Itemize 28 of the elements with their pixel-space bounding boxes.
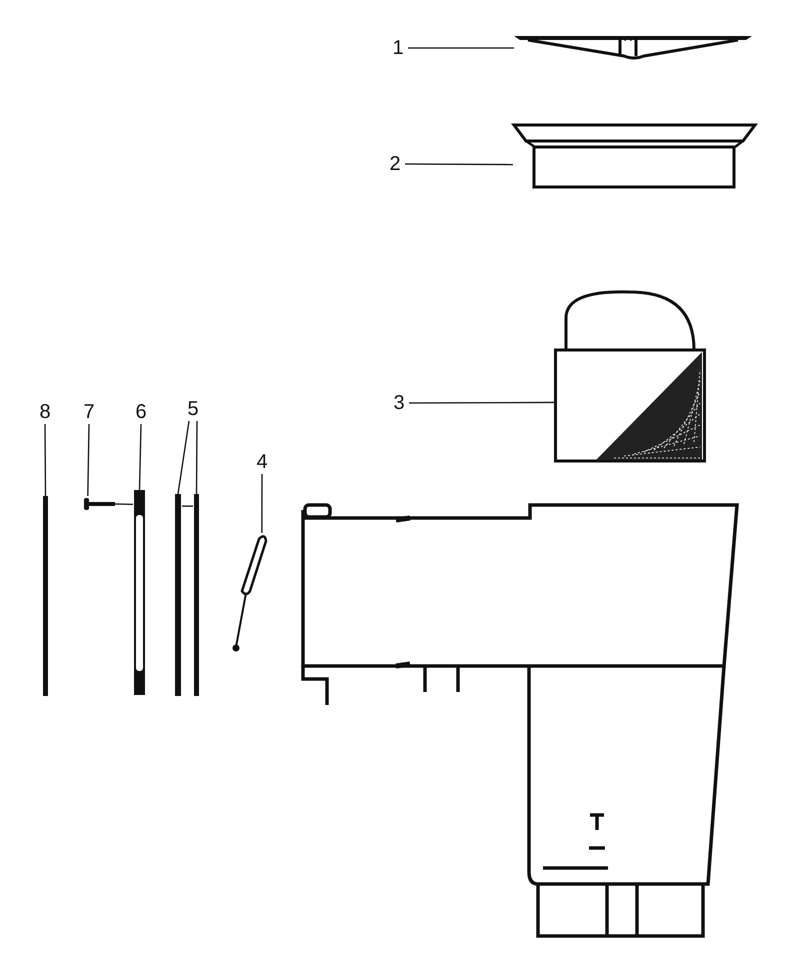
leader-line xyxy=(196,421,198,494)
callout-number: 1 xyxy=(388,36,408,60)
lid-drawing xyxy=(514,36,752,60)
callout-number: 8 xyxy=(35,400,55,424)
collar-drawing xyxy=(513,123,756,189)
leader-line xyxy=(261,474,263,533)
rod-drawing xyxy=(193,494,200,696)
alignment-line xyxy=(114,503,134,505)
callout-number: 2 xyxy=(385,152,405,176)
callout-number: 5 xyxy=(183,397,203,421)
alignment-line xyxy=(182,505,193,507)
leader-line xyxy=(44,424,46,496)
leader-line xyxy=(87,424,90,496)
leader-line xyxy=(405,163,513,166)
basket-drawing xyxy=(554,290,706,463)
rod-drawing xyxy=(42,496,49,696)
callout-number: 7 xyxy=(79,400,99,424)
float-rod-drawing xyxy=(133,490,146,695)
leader-line xyxy=(138,424,142,490)
weir-flap-drawing xyxy=(232,533,268,653)
leader-line xyxy=(408,47,514,49)
leader-line xyxy=(409,402,554,404)
rod-drawing xyxy=(174,494,182,696)
callout-number: 6 xyxy=(131,400,151,424)
callout-number: 3 xyxy=(389,391,409,415)
leader-line xyxy=(177,420,190,494)
callout-number: 4 xyxy=(252,450,272,474)
screw-drawing xyxy=(83,496,115,512)
